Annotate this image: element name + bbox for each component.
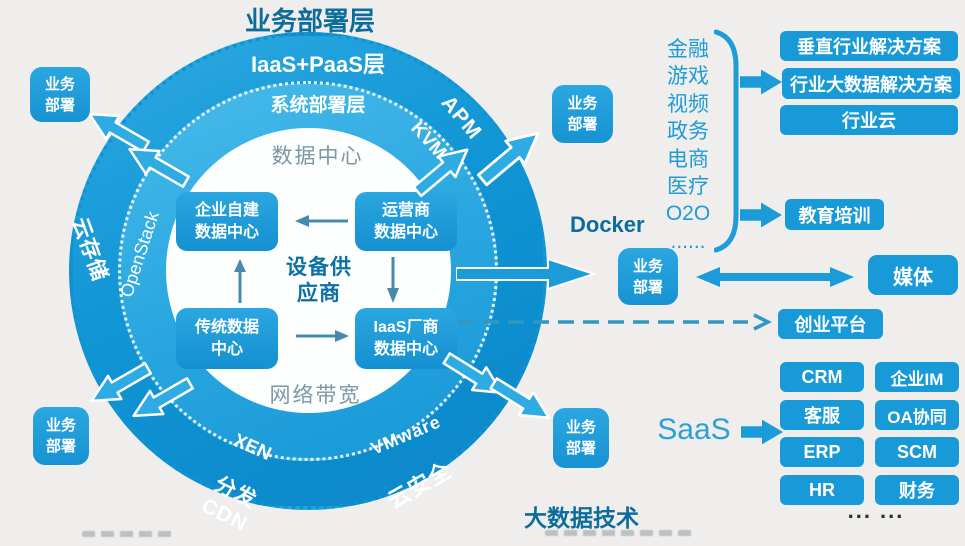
solution-box-vertical-industry: 垂直行业解决方案	[780, 31, 958, 61]
docker-label: Docker	[570, 212, 645, 237]
box-operator-datacenter: 运营商 数据中心	[355, 192, 457, 251]
saas-app-scm: SCM	[875, 437, 959, 467]
bigdata-tech-label: 大数据技术	[524, 505, 639, 531]
arrow-outline-top-right-2	[476, 131, 540, 187]
industry-item-more: ......	[670, 229, 706, 253]
industry-bracket	[714, 29, 739, 253]
ring-label-iaas-paas: IaaS+PaaS层	[251, 52, 385, 77]
deploy-badge-top-left: 业务 部署	[30, 67, 90, 122]
industry-item-o2o: O2O	[665, 202, 711, 226]
saas-app-finance: 财务	[875, 475, 959, 505]
arrow-outline-bottom-right-2	[489, 377, 551, 420]
solution-box-industry-cloud: 行业云	[780, 105, 958, 135]
arrow-outline-top-right-1	[412, 148, 469, 198]
arrow-outline-bottom-left-1	[90, 362, 153, 403]
arrow-operator-to-iaas	[387, 257, 399, 303]
ring-label-system-deploy-layer: 系统部署层	[270, 95, 366, 116]
arrow-saas	[741, 419, 783, 445]
industry-item-video: 视频	[667, 92, 709, 116]
saas-app-hr: HR	[780, 475, 864, 505]
industry-list: 金融 游戏 视频 政务 电商 医疗 O2O ......	[660, 36, 716, 255]
arrow-outline-top-left-1	[88, 112, 151, 153]
arrow-to-education	[740, 202, 782, 228]
saas-app-erp: ERP	[780, 437, 864, 467]
saas-app-oa: OA协同	[875, 400, 959, 430]
arrow-deploy-media-double	[696, 267, 854, 287]
arrow-traditional-to-iaas	[296, 330, 349, 342]
box-iaas-vendor-datacenter: IaaS厂商 数据中心	[355, 308, 457, 369]
more-dots: ... ...	[847, 498, 905, 523]
media-box: 媒体	[868, 255, 958, 295]
deploy-badge-right-middle: 业务 部署	[618, 248, 678, 305]
arrow-outline-bottom-left-2	[132, 377, 195, 418]
arrow-outline-bottom-right-1	[442, 352, 504, 395]
deploy-badge-bottom-left: 业务 部署	[33, 407, 89, 465]
deploy-badge-top-right: 业务 部署	[552, 85, 613, 143]
arrow-dashed-to-startup	[458, 313, 772, 331]
page-title: 业务部署层	[244, 6, 375, 36]
saas-app-crm: CRM	[780, 362, 864, 392]
box-enterprise-datacenter: 企业自建 数据中心	[176, 192, 278, 251]
box-traditional-datacenter: 传统数据 中心	[176, 308, 278, 369]
industry-item-gaming: 游戏	[667, 65, 709, 89]
arrow-circle-to-deploy	[456, 257, 596, 291]
cutoff-text-fragment-center	[545, 530, 693, 536]
saas-label: SaaS	[657, 413, 731, 446]
solution-box-industry-bigdata: 行业大数据解决方案	[782, 68, 960, 99]
saas-app-enterprise-im: 企业IM	[875, 362, 959, 392]
industry-item-finance: 金融	[667, 38, 709, 61]
arrow-to-solutions	[740, 69, 782, 95]
startup-platform-box: 创业平台	[778, 309, 883, 339]
industry-item-ecommerce: 电商	[667, 147, 709, 171]
industry-item-medical: 医疗	[667, 175, 709, 199]
cutoff-text-fragment-left	[82, 531, 174, 537]
deploy-badge-bottom-right: 业务 部署	[553, 408, 609, 468]
center-label-equipment-supplier: 设备供 应商	[286, 255, 352, 305]
arrow-outline-top-left-2	[128, 147, 191, 188]
inner-label-bandwidth: 网络带宽	[269, 384, 362, 407]
inner-label-datacenter: 数据中心	[271, 145, 364, 168]
industry-item-gov: 政务	[667, 120, 709, 144]
arrow-traditional-to-enterprise	[234, 259, 246, 303]
education-box: 教育培训	[785, 199, 884, 230]
arrow-operator-to-enterprise	[295, 215, 348, 227]
saas-app-customer-service: 客服	[780, 400, 864, 430]
